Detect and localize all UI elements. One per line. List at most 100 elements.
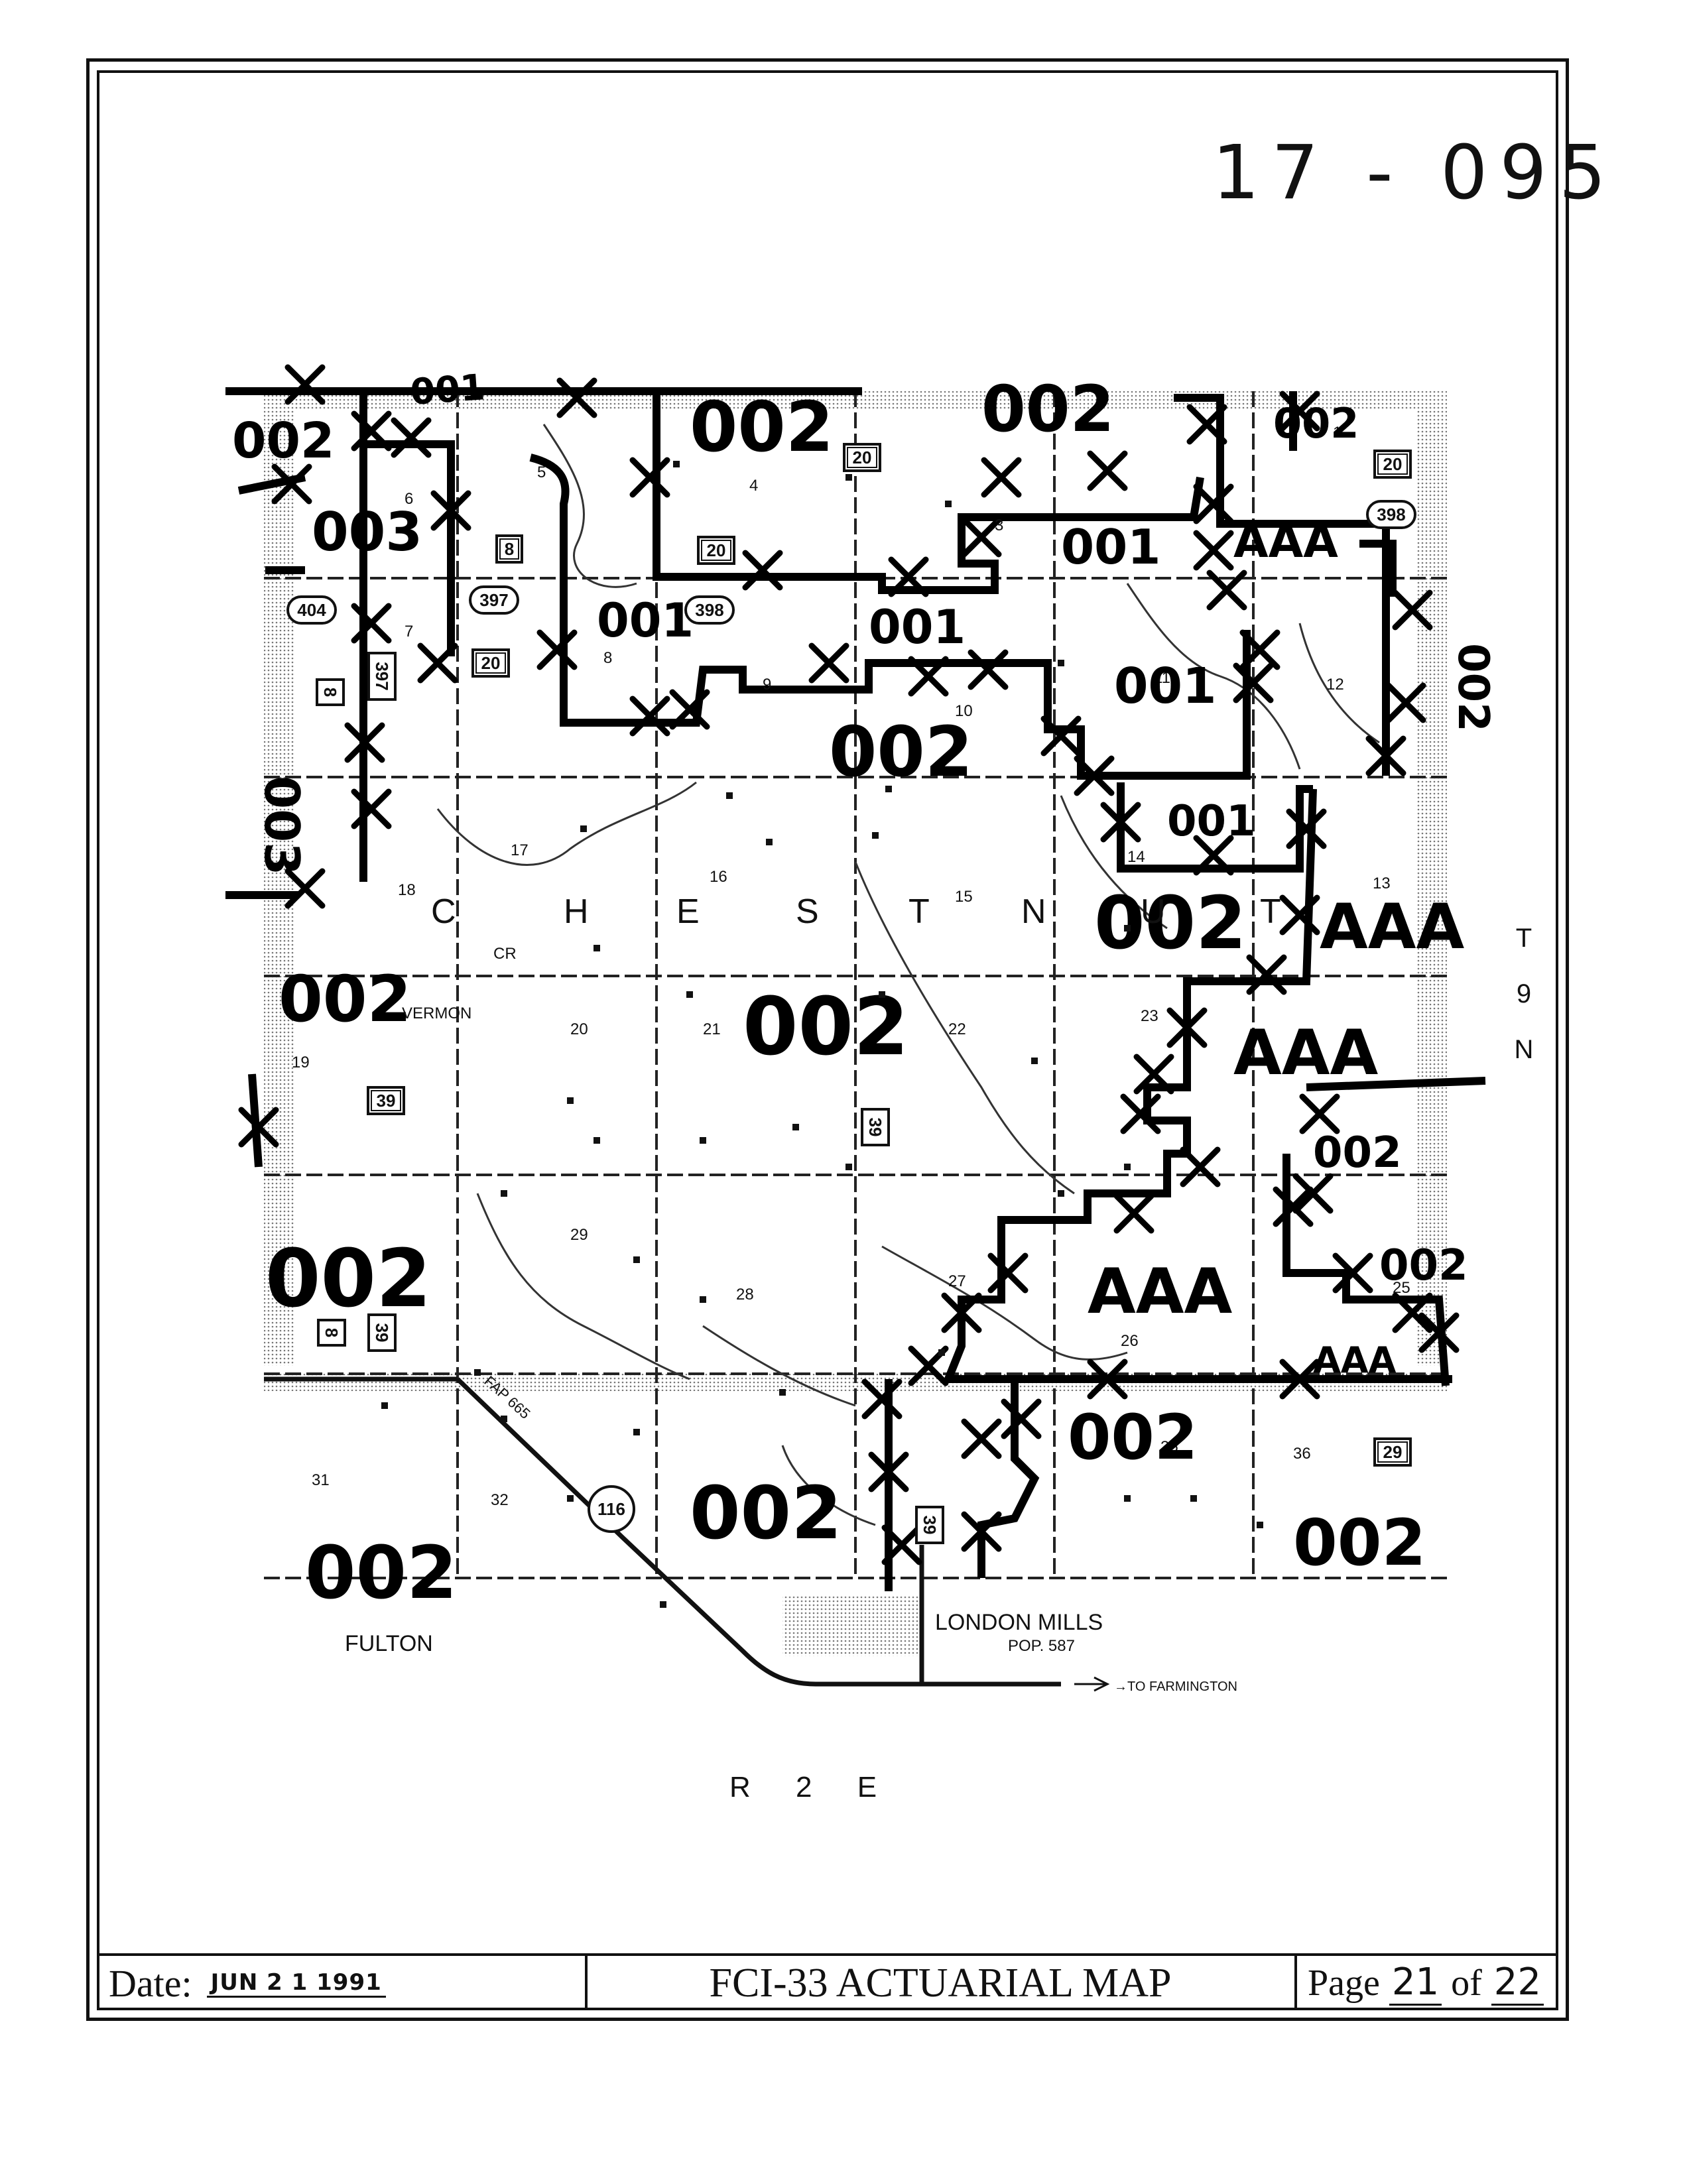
township-label-char: T [1516, 924, 1532, 953]
boundary-x-mark [1279, 1359, 1320, 1400]
section-number: 3 [995, 516, 1003, 534]
map-number: 17 - 095 [1212, 130, 1618, 216]
boundary-x-mark [742, 550, 783, 591]
farmstead-mark [700, 1296, 706, 1303]
township-letter: H [564, 892, 589, 931]
zone-label: 002 [1313, 1128, 1402, 1178]
boundary-x-mark [556, 377, 597, 418]
section-number: 21 [703, 1020, 721, 1038]
route-shield: 398 [684, 595, 735, 625]
page-total: 22 [1491, 1961, 1544, 2006]
boundary-x-mark [1100, 802, 1141, 843]
boundary-x-mark [1279, 894, 1320, 936]
boundary-x-mark [1365, 735, 1406, 776]
township-letter: U [1141, 892, 1166, 931]
farmstead-mark [792, 1124, 799, 1130]
boundary-x-mark [1074, 755, 1115, 796]
section-number: 16 [710, 868, 727, 886]
section-number: 28 [736, 1286, 754, 1304]
section-number: 20 [570, 1020, 588, 1038]
boundary-x-mark [881, 1524, 922, 1565]
boundary-x-mark [1273, 1186, 1314, 1227]
map-title: FCI-33 ACTUARIAL MAP [709, 1960, 1172, 2006]
zone-label: 001 [1167, 797, 1256, 846]
farmstead-mark [594, 1137, 600, 1144]
boundary-x-mark [1193, 530, 1234, 571]
township-label-vertical: T9N [1515, 924, 1534, 1064]
township-letter: E [676, 892, 700, 931]
route-shield: 8 [316, 678, 345, 706]
zone-label: 003 [312, 501, 422, 563]
svg-text:404: 404 [297, 600, 326, 620]
boundary-x-mark [430, 490, 471, 531]
section-number: 32 [491, 1491, 509, 1509]
farmstead-mark [1257, 1522, 1263, 1528]
section-number: 17 [511, 841, 529, 859]
section-number: 25 [1393, 1279, 1410, 1297]
farmstead-mark [594, 945, 600, 951]
date-label: Date: [109, 1961, 192, 2005]
zone-label: 002 [1379, 1241, 1468, 1290]
section-number: 18 [398, 881, 416, 899]
boundary-x-mark [1001, 1398, 1042, 1439]
zone-label: 002 [829, 711, 973, 792]
farmstead-mark [1031, 1058, 1038, 1064]
boundary-x-mark [861, 1378, 903, 1420]
section-number: 13 [1373, 875, 1391, 892]
route-shield: 29 [1373, 1437, 1412, 1467]
boundary-x-mark [1418, 1312, 1460, 1353]
route-shield: 39 [861, 1108, 890, 1146]
zone-label: 002 [1293, 1506, 1426, 1580]
route-shield: 116 [588, 1485, 635, 1533]
farmstead-mark [700, 1137, 706, 1144]
boundary-x-mark [284, 364, 326, 405]
route-shield: 39 [367, 1313, 397, 1352]
section-number: 12 [1326, 676, 1344, 694]
route-shield: 20 [697, 536, 735, 565]
section-number: 11 [1154, 669, 1170, 687]
boundary-x-mark [1206, 570, 1247, 611]
range-label: R 2 E [729, 1771, 895, 1803]
zone-label: 002 [279, 962, 411, 1036]
svg-text:29: 29 [1383, 1442, 1403, 1462]
svg-text:116: 116 [597, 1499, 625, 1519]
boundary-x-mark [351, 603, 392, 644]
farmstead-mark [474, 1369, 481, 1376]
route-shield: 397 [367, 652, 397, 701]
svg-text:398: 398 [695, 600, 723, 620]
farmstead-mark [779, 1389, 786, 1396]
london-mills-label: LONDON MILLS [935, 1610, 1103, 1635]
boundary-x-mark [868, 1451, 909, 1492]
section-number: 36 [1293, 1445, 1311, 1463]
farmstead-mark [686, 991, 693, 998]
boundary-x-mark [808, 642, 849, 684]
svg-text:397: 397 [479, 590, 508, 610]
boundary-x-mark [968, 649, 1009, 690]
farmstead-mark [673, 461, 680, 467]
zone-label: 002 [981, 372, 1114, 446]
outer-frame [86, 58, 1569, 2021]
svg-text:20: 20 [707, 540, 726, 560]
boundary-x-mark [284, 868, 326, 909]
boundary-x-mark [1299, 1093, 1340, 1134]
section-number: 22 [948, 1020, 966, 1038]
boundary-x-mark [669, 689, 710, 730]
farmstead-mark [660, 1601, 666, 1608]
farmstead-mark [633, 1256, 640, 1263]
page-current: 21 [1389, 1961, 1442, 2006]
svg-text:39: 39 [372, 1323, 392, 1343]
zone-label: 002 [1273, 399, 1359, 448]
township-letter: N [1021, 892, 1046, 931]
section-number: 27 [948, 1272, 966, 1290]
svg-text:20: 20 [1383, 454, 1403, 474]
zone-label: AAA [1233, 1017, 1378, 1089]
zone-label: 002 [232, 412, 334, 469]
farmstead-mark [766, 839, 773, 845]
fulton-label: FULTON [345, 1631, 433, 1656]
svg-text:397: 397 [372, 662, 392, 690]
farmstead-mark [938, 1349, 945, 1356]
svg-text:8: 8 [505, 539, 514, 559]
